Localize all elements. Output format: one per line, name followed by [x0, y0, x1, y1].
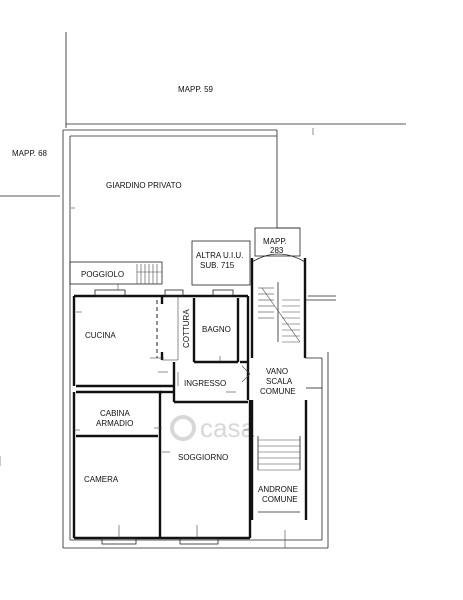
label-poggiolo: POGGIOLO — [81, 270, 124, 279]
mapp-283-box — [254, 227, 301, 257]
label-soggiorno: SOGGIORNO — [178, 453, 228, 462]
watermark-text: casa — [200, 413, 255, 443]
label-cabina: CABINA — [100, 409, 130, 418]
label-camera: CAMERA — [84, 475, 119, 484]
building-outline — [62, 129, 328, 549]
label-mapp-59: MAPP. 59 — [178, 85, 214, 94]
room-labels: MAPP. 59 MAPP. 68 GIARDINO PRIVATO ALTRA… — [12, 85, 298, 504]
label-bagno: BAGNO — [202, 325, 231, 334]
androne-corridor — [250, 352, 329, 548]
label-mapp-283-b: 283 — [270, 246, 284, 255]
label-comune-androne: COMUNE — [262, 495, 298, 504]
poggiolo-balcony — [69, 261, 163, 285]
label-androne: ANDRONE — [258, 485, 298, 494]
label-armadio: ARMADIO — [96, 419, 133, 428]
label-giardino-privato: GIARDINO PRIVATO — [106, 181, 182, 190]
windows-bottom — [101, 525, 286, 548]
altra-uiu-box — [191, 240, 251, 286]
watermark: casa — [170, 413, 255, 443]
label-ingresso: INGRESSO — [184, 379, 226, 388]
label-vano: VANO — [266, 367, 288, 376]
label-mapp-283-a: MAPP. — [263, 237, 287, 246]
label-comune-scala: COMUNE — [260, 387, 296, 396]
common-staircase — [250, 253, 336, 359]
label-sub-715: SUB. 715 — [200, 261, 235, 270]
wall-ticks — [74, 311, 250, 453]
windows-top — [94, 284, 234, 297]
label-cottura: COTTURA — [182, 309, 191, 348]
label-altra-uiu: ALTRA U.I.U. — [196, 251, 243, 260]
cottura-counter — [150, 296, 179, 361]
label-mapp-68: MAPP. 68 — [12, 149, 48, 158]
entry-door-arc — [241, 365, 251, 383]
label-cucina: CUCINA — [85, 331, 116, 340]
label-scala: SCALA — [266, 377, 293, 386]
